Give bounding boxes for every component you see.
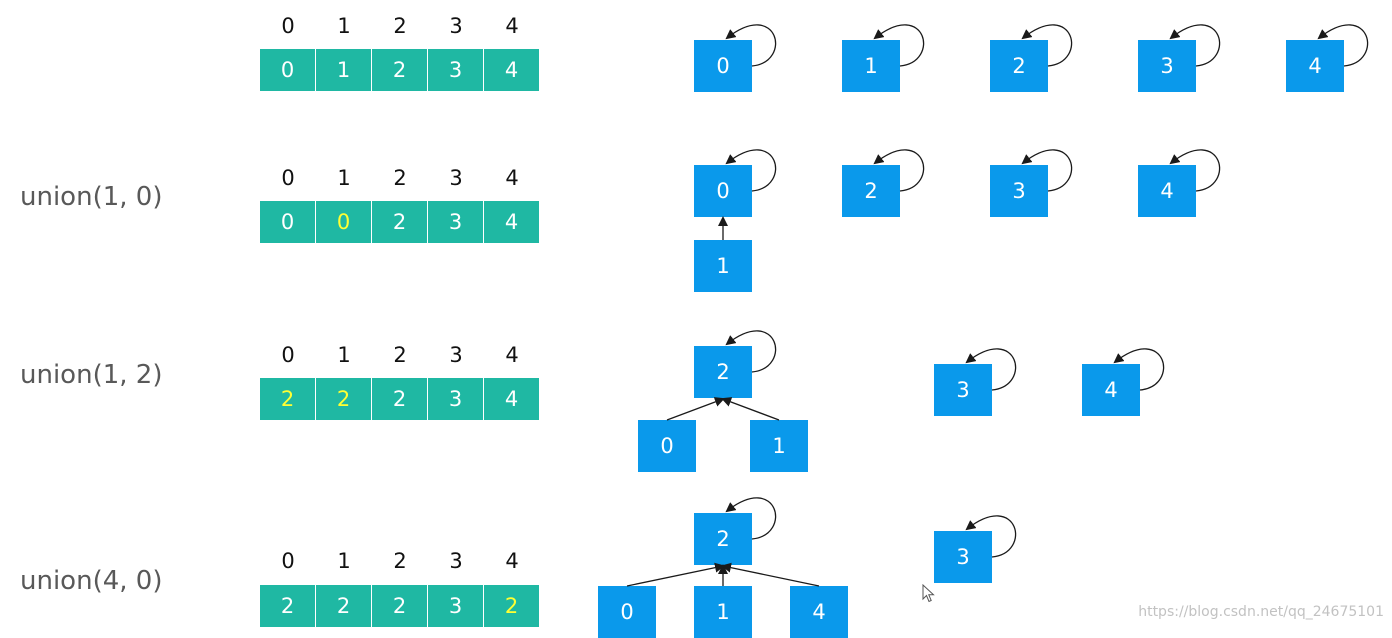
array-index: 3	[449, 14, 463, 38]
parent-cell-changed: 2	[260, 378, 315, 420]
parent-cell: 2	[372, 49, 427, 91]
tree-node: 3	[1138, 40, 1196, 92]
array-index: 1	[337, 343, 351, 367]
parent-arrow	[721, 397, 780, 421]
tree-node: 3	[990, 165, 1048, 217]
array-index: 2	[393, 343, 407, 367]
array-index: 0	[281, 343, 295, 367]
parent-cell: 0	[260, 49, 315, 91]
array-index: 3	[449, 549, 463, 573]
parent-cell: 2	[316, 585, 371, 627]
array-index: 4	[505, 343, 519, 367]
tree-node: 0	[694, 40, 752, 92]
array-index: 2	[393, 549, 407, 573]
array-index: 0	[281, 549, 295, 573]
tree-node: 4	[790, 586, 848, 638]
tree-node: 1	[842, 40, 900, 92]
tree-node: 1	[694, 240, 752, 292]
op-label-row-3: union(4, 0)	[20, 566, 163, 596]
tree-node: 0	[694, 165, 752, 217]
tree-node: 0	[638, 420, 696, 472]
tree-node: 2	[694, 346, 752, 398]
array-index: 0	[281, 166, 295, 190]
tree-node: 1	[694, 586, 752, 638]
tree-node: 2	[990, 40, 1048, 92]
parent-arrow	[666, 397, 725, 421]
parent-cell-changed: 2	[484, 585, 539, 627]
parent-cell: 3	[428, 201, 483, 243]
op-label-row-1: union(1, 0)	[20, 182, 163, 212]
array-index: 4	[505, 166, 519, 190]
tree-node: 4	[1138, 165, 1196, 217]
parent-cell: 3	[428, 378, 483, 420]
tree-node: 4	[1082, 364, 1140, 416]
array-index: 3	[449, 343, 463, 367]
parent-cell: 2	[372, 585, 427, 627]
parent-cell: 3	[428, 585, 483, 627]
parent-cell: 4	[484, 378, 539, 420]
parent-cell-changed: 2	[316, 378, 371, 420]
tree-node: 3	[934, 364, 992, 416]
array-index: 2	[393, 166, 407, 190]
array-index: 4	[505, 549, 519, 573]
parent-cell: 2	[260, 585, 315, 627]
parent-cell: 2	[372, 201, 427, 243]
parent-arrow	[721, 562, 820, 587]
array-index: 1	[337, 549, 351, 573]
parent-cell: 2	[372, 378, 427, 420]
array-index: 0	[281, 14, 295, 38]
array-index: 1	[337, 14, 351, 38]
tree-node: 3	[934, 531, 992, 583]
parent-cell: 4	[484, 201, 539, 243]
watermark: https://blog.csdn.net/qq_24675101	[1138, 604, 1384, 620]
mouse-cursor-icon	[922, 584, 935, 603]
parent-cell: 1	[316, 49, 371, 91]
parent-cell: 3	[428, 49, 483, 91]
array-index: 2	[393, 14, 407, 38]
tree-node: 4	[1286, 40, 1344, 92]
parent-cell-changed: 0	[316, 201, 371, 243]
array-index: 3	[449, 166, 463, 190]
parent-arrow	[626, 562, 725, 587]
tree-node: 2	[694, 513, 752, 565]
array-index: 4	[505, 14, 519, 38]
tree-node: 0	[598, 586, 656, 638]
op-label-row-2: union(1, 2)	[20, 360, 163, 390]
tree-node: 1	[750, 420, 808, 472]
tree-node: 2	[842, 165, 900, 217]
parent-cell: 4	[484, 49, 539, 91]
parent-cell: 0	[260, 201, 315, 243]
array-index: 1	[337, 166, 351, 190]
